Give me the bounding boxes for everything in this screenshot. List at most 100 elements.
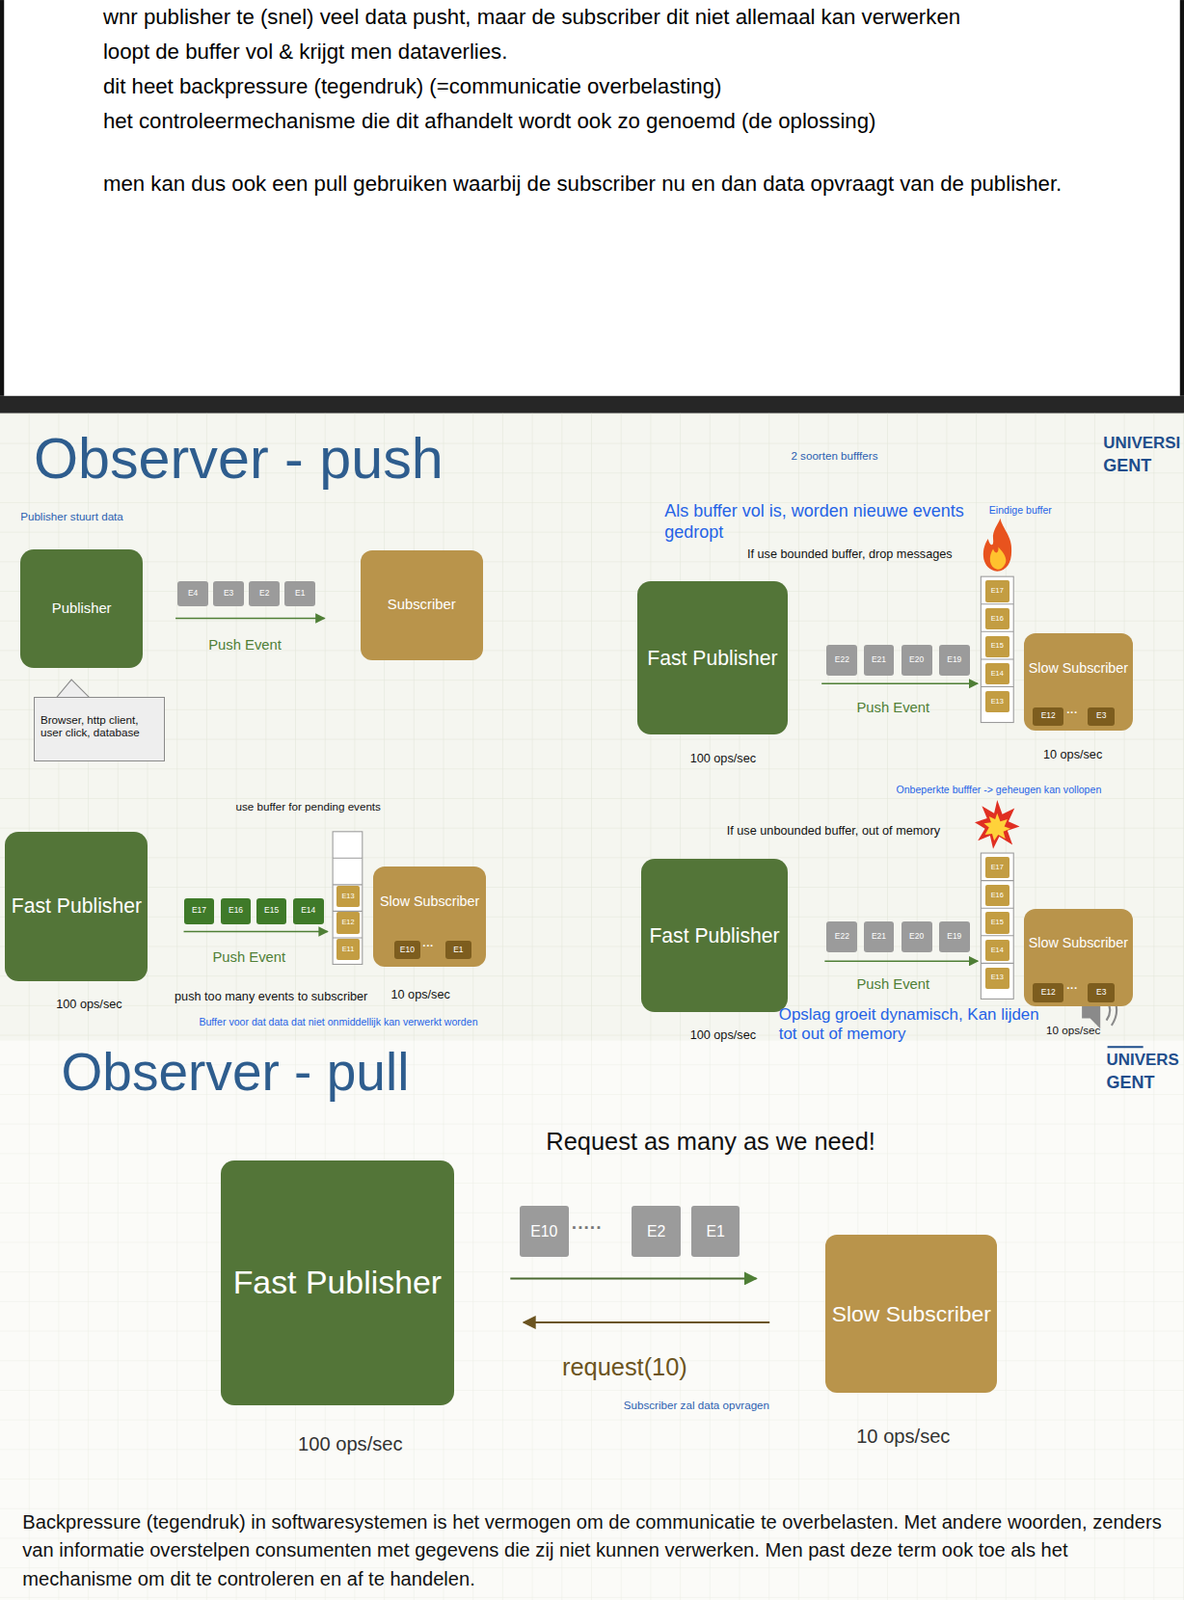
text-label: 100 ops/sec — [690, 752, 756, 767]
node-text: E22 — [834, 932, 850, 942]
edge-label: request(10) — [562, 1353, 688, 1382]
callout-notch — [55, 679, 90, 699]
node-text: E3 — [1096, 988, 1106, 998]
slide-ground — [0, 1041, 1184, 1600]
text-label: 10 ops/sec — [856, 1425, 950, 1449]
buffer-cell: E13 — [336, 886, 359, 908]
buffer-cell: E11 — [336, 939, 359, 961]
text-label: Observer - pull — [61, 1043, 410, 1103]
push-arrow — [824, 960, 978, 963]
event-box: E1 — [284, 581, 316, 606]
text-label: GENT — [1106, 1074, 1156, 1094]
text-label: Onbeperkte bufffer -> geheugen kan vollo… — [895, 783, 1102, 797]
text-label: Eindige buffer — [989, 504, 1052, 517]
push-arrow — [175, 618, 325, 620]
node-text: E14 — [991, 670, 1004, 679]
buffer-cell: E17 — [985, 857, 1010, 879]
text-label: wnr publisher te (snel) veel data pusht,… — [103, 3, 1165, 32]
event-box: E4 — [177, 581, 209, 606]
event-box: E3 — [213, 581, 244, 606]
node-text: E16 — [228, 906, 243, 916]
node-text: E17 — [191, 906, 207, 916]
text-label: 2 soorten bufffers — [790, 449, 878, 463]
notes-edge — [0, 0, 4, 397]
text-label: 10 ops/sec — [390, 988, 450, 1003]
event-box: E19 — [939, 645, 970, 676]
node-text: E13 — [341, 892, 354, 902]
event-box: E19 — [939, 921, 970, 953]
node-text: E20 — [909, 932, 924, 942]
event-box: E10 — [519, 1206, 569, 1258]
text-label: Backpressure (tegendruk) in softwaresyst… — [22, 1508, 1171, 1595]
edge-label: Push Event — [856, 699, 930, 716]
explosion-icon — [974, 800, 1021, 850]
publisher-box: Publisher — [20, 549, 143, 670]
node-text: E14 — [300, 906, 316, 916]
buffer-cell: E17 — [985, 580, 1010, 602]
node-text: E14 — [991, 946, 1004, 956]
node-text: E16 — [991, 615, 1004, 624]
callout-box: Browser, http client, user click, databa… — [33, 697, 166, 762]
text-label: UNIVERSI — [1103, 434, 1181, 454]
node-text: E10 — [530, 1223, 558, 1241]
node-text: E1 — [295, 589, 305, 599]
buffer-cell: E14 — [985, 940, 1010, 962]
buffer-cell: E15 — [985, 636, 1010, 658]
text-label: If use unbounded buffer, out of memory — [726, 824, 941, 839]
text-label: ··· — [422, 939, 434, 953]
node-text: E2 — [646, 1223, 666, 1241]
text-label: Opslag groeit dynamisch, Kan lijden tot … — [779, 1005, 1043, 1046]
push-arrow — [184, 931, 328, 934]
slide-title: Observer - push — [33, 427, 444, 490]
node-text: E2 — [259, 589, 270, 599]
publisher-box: Fast Publisher — [641, 859, 788, 1013]
node-text: E17 — [991, 587, 1004, 596]
subscriber-box: Slow SubscriberE12E3 — [1023, 633, 1133, 731]
text-label: Request as many as we need! — [545, 1127, 876, 1157]
event-box: E22 — [826, 921, 858, 953]
buffer-cell: E12 — [336, 912, 359, 934]
text-label: Als buffer vol is, worden nieuwe events … — [664, 500, 986, 544]
node-text: E19 — [946, 932, 962, 942]
text-label: 10 ops/sec — [1046, 1023, 1101, 1038]
slide-grid — [0, 413, 1184, 1042]
push-arrow — [821, 683, 978, 686]
separator-bar — [0, 396, 1184, 414]
event-box: E14 — [293, 898, 324, 926]
buffer-cell: E14 — [985, 663, 1010, 685]
text-label: men kan dus ook een pull gebruiken waarb… — [103, 166, 1063, 202]
node-text: E17 — [991, 863, 1004, 873]
push-arrow — [523, 1321, 770, 1324]
node-text: E12 — [1041, 711, 1056, 722]
node-text: Fast Publisher — [648, 924, 780, 948]
edge-label: Push Event — [212, 949, 286, 966]
event-box: E21 — [863, 921, 895, 953]
node-text: Subscriber — [387, 596, 457, 614]
node-text: E1 — [705, 1223, 725, 1241]
buffer-cell: E13 — [985, 968, 1010, 990]
event-box: E3 — [1087, 983, 1115, 1002]
buffer-cell: E13 — [985, 691, 1010, 713]
node-text: E1 — [453, 945, 463, 956]
fire-icon — [983, 518, 1012, 572]
event-box: E20 — [901, 645, 933, 676]
text-label: push too many events to subscriber — [174, 990, 368, 1005]
text-label: het controleermechanisme die dit afhande… — [103, 107, 1165, 136]
text-label: Buffer voor dat data dat niet onmiddelli… — [198, 1016, 478, 1029]
node-text: E12 — [341, 918, 354, 928]
text-label: GENT — [1103, 457, 1152, 477]
node-text: E22 — [834, 655, 850, 666]
node-text: Publisher — [52, 600, 112, 618]
slide-ground — [0, 413, 1184, 1042]
event-box: E10 — [394, 941, 422, 960]
publisher-box: Fast Publisher — [637, 581, 789, 735]
text-label: loopt de buffer vol & krijgt men dataver… — [103, 38, 1165, 67]
node-text: E21 — [871, 932, 887, 942]
event-box: E1 — [445, 941, 473, 960]
node-text: E4 — [188, 589, 198, 599]
text-label: Subscriber zal data opvragen — [623, 1399, 770, 1413]
event-box: E3 — [1087, 707, 1115, 727]
buffer-cell: E15 — [985, 912, 1010, 934]
node-text: E19 — [946, 655, 962, 666]
